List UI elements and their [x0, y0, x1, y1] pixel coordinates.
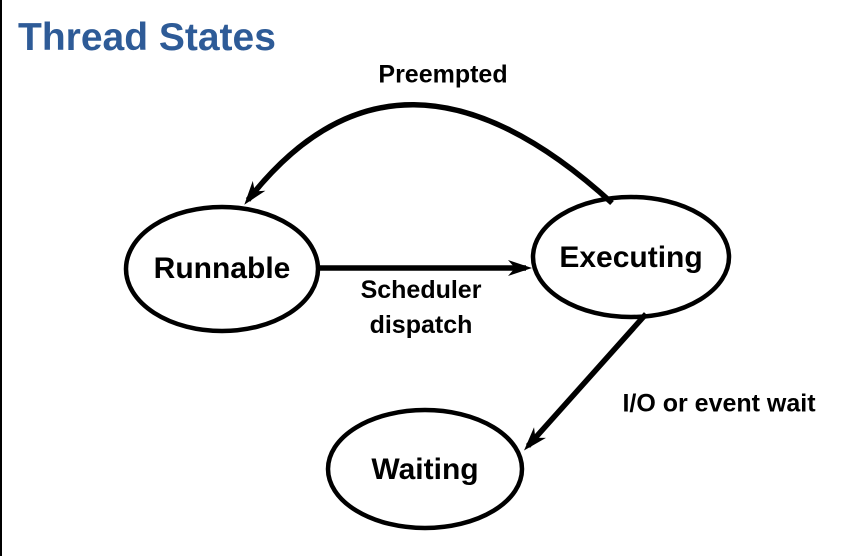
page-title: Thread States [18, 16, 276, 59]
state-label-executing: Executing [559, 241, 703, 274]
state-node-executing [530, 194, 732, 320]
state-node-waiting [325, 407, 525, 531]
state-label-waiting: Waiting [371, 453, 479, 486]
state-node-runnable [123, 204, 321, 334]
state-label-runnable: Runnable [153, 252, 291, 285]
transition-label-io-wait: I/O or event wait [622, 389, 816, 418]
transition-label-preempted: Preempted [378, 60, 508, 89]
transition-label-scheduler-dispatch: Scheduler dispatch [361, 273, 482, 343]
transition-arrow-io-wait [524, 312, 649, 451]
transition-label-scheduler-line2: dispatch [369, 311, 473, 339]
transition-arrow-preempted [244, 102, 614, 206]
slide-left-border [0, 0, 2, 556]
transition-label-scheduler-line1: Scheduler [360, 276, 482, 304]
